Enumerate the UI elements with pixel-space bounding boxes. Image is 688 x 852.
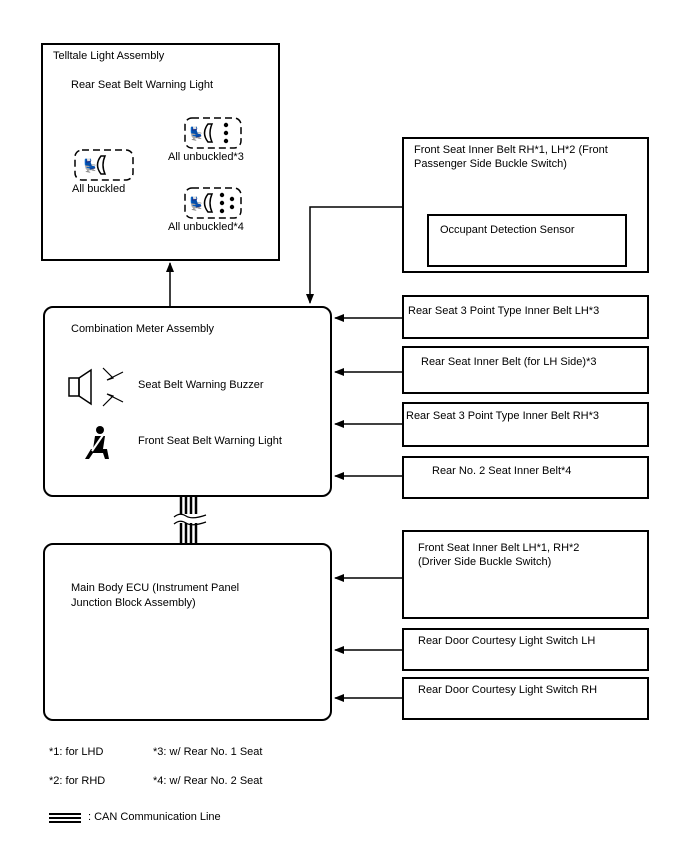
- combination-meter-title: Combination Meter Assembly: [71, 323, 215, 335]
- footnote-1: *1: for LHD: [49, 746, 104, 758]
- svg-text:💺: 💺: [82, 158, 98, 174]
- front-driver-buckle-switch: Front Seat Inner Belt LH*1, RH*2 (Driver…: [402, 530, 649, 619]
- can-legend-label: : CAN Communication Line: [88, 811, 221, 823]
- telltale-title: Telltale Light Assembly: [53, 50, 165, 62]
- arrow-front-passenger-to-meter: [306, 206, 402, 304]
- combination-meter-assembly: Combination Meter Assembly Seat Belt War…: [43, 306, 332, 497]
- rear-door-courtesy-switch-lh: Rear Door Courtesy Light Switch LH: [402, 628, 649, 671]
- rear-3pt-rh-label: Rear Seat 3 Point Type Inner Belt RH*3: [406, 410, 600, 422]
- rear-inner-lh-label: Rear Seat Inner Belt (for LH Side)*3: [421, 356, 597, 368]
- door-lh-label: Rear Door Courtesy Light Switch LH: [418, 635, 596, 647]
- main-body-line1: Main Body ECU (Instrument Panel: [71, 582, 240, 594]
- svg-text:💺: 💺: [188, 126, 204, 142]
- footnote-3: *3: w/ Rear No. 1 Seat: [153, 746, 263, 758]
- buzzer-icon: [68, 367, 124, 407]
- rear-3pt-inner-belt-rh: Rear Seat 3 Point Type Inner Belt RH*3: [402, 402, 649, 447]
- front-driver-line2: (Driver Side Buckle Switch): [418, 556, 552, 568]
- seatbelt-unbuckled-3-icon: 💺: [184, 117, 242, 149]
- all-unbuckled-4-label: All unbuckled*4: [168, 221, 244, 233]
- rear-no2-label: Rear No. 2 Seat Inner Belt*4: [432, 465, 572, 477]
- footnote-2: *2: for RHD: [49, 775, 106, 787]
- all-unbuckled-3-label: All unbuckled*3: [168, 151, 244, 163]
- buzzer-label: Seat Belt Warning Buzzer: [138, 379, 264, 391]
- can-line-legend-icon: [49, 813, 81, 823]
- rear-door-courtesy-switch-rh: Rear Door Courtesy Light Switch RH: [402, 677, 649, 720]
- main-body-ecu: Main Body ECU (Instrument Panel Junction…: [43, 543, 332, 721]
- rear-3pt-inner-belt-lh: Rear Seat 3 Point Type Inner Belt LH*3: [402, 295, 649, 339]
- seatbelt-warning-light-icon: [85, 426, 109, 459]
- can-line: [173, 497, 207, 543]
- occupant-detection-sensor: Occupant Detection Sensor: [427, 214, 627, 267]
- all-buckled-label: All buckled: [72, 183, 126, 195]
- rear-inner-belt-lh-side: Rear Seat Inner Belt (for LH Side)*3: [402, 346, 649, 394]
- warning-light-label: Front Seat Belt Warning Light: [138, 435, 282, 447]
- rear-no2-seat-inner-belt: Rear No. 2 Seat Inner Belt*4: [402, 456, 649, 499]
- rear-3pt-lh-label: Rear Seat 3 Point Type Inner Belt LH*3: [408, 305, 600, 317]
- seatbelt-unbuckled-4-icon: 💺: [184, 187, 242, 219]
- svg-text:💺: 💺: [188, 196, 204, 212]
- front-passenger-line1: Front Seat Inner Belt RH*1, LH*2 (Front: [414, 144, 608, 156]
- main-body-line2: Junction Block Assembly): [71, 597, 196, 609]
- front-passenger-line2: Passenger Side Buckle Switch): [414, 158, 567, 170]
- seatbelt-all-buckled-icon: 💺: [74, 149, 134, 181]
- front-driver-line1: Front Seat Inner Belt LH*1, RH*2: [418, 542, 580, 554]
- footnote-4: *4: w/ Rear No. 2 Seat: [153, 775, 263, 787]
- occupant-detection-label: Occupant Detection Sensor: [440, 224, 575, 236]
- door-rh-label: Rear Door Courtesy Light Switch RH: [418, 684, 598, 696]
- front-passenger-buckle-switch: Front Seat Inner Belt RH*1, LH*2 (Front …: [402, 137, 649, 273]
- telltale-subtitle: Rear Seat Belt Warning Light: [71, 79, 214, 91]
- telltale-light-assembly: Telltale Light Assembly Rear Seat Belt W…: [41, 43, 280, 261]
